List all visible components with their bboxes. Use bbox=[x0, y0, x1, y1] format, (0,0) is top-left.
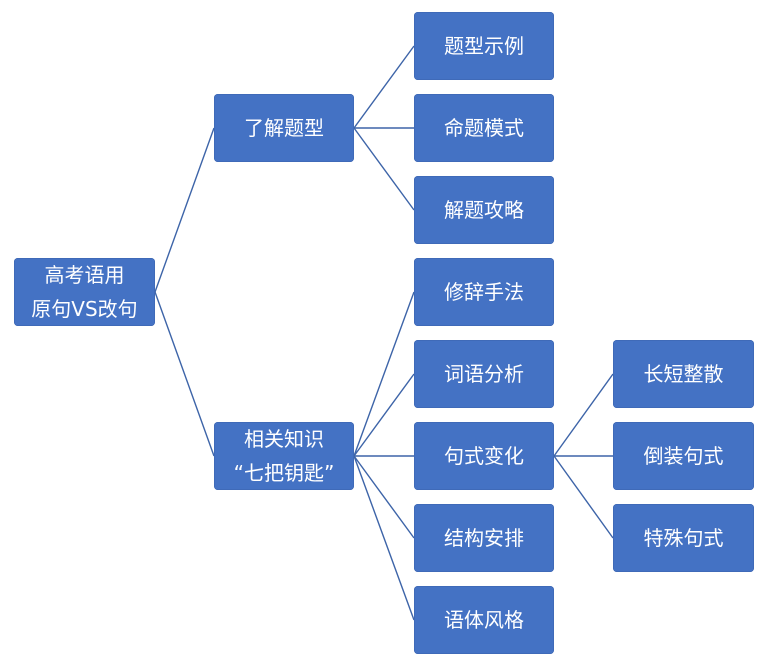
connector-branch1-child1 bbox=[353, 45, 415, 129]
leaf-node-label: 题型示例 bbox=[444, 34, 524, 58]
connector-branch1-child3 bbox=[353, 127, 415, 211]
branch-node-related-knowledge: 相关知识 “七把钥匙” bbox=[214, 422, 354, 490]
leaf-node: 解题攻略 bbox=[414, 176, 554, 244]
root-node-line1: 高考语用 bbox=[44, 263, 125, 287]
leaf-node-label: 命题模式 bbox=[444, 116, 524, 140]
leaf-node-label: 修辞手法 bbox=[444, 280, 524, 304]
sub-leaf-node-label: 长短整散 bbox=[643, 362, 724, 386]
connector-branch2-child4 bbox=[353, 455, 415, 539]
connector-branch2-child1 bbox=[353, 291, 415, 457]
sub-leaf-node: 长短整散 bbox=[613, 340, 754, 408]
connector-sub-child3 bbox=[553, 455, 614, 539]
leaf-node-label: 句式变化 bbox=[444, 444, 524, 468]
root-node: 高考语用 原句VS改句 bbox=[14, 258, 155, 326]
branch-node-line1: 相关知识 bbox=[244, 427, 324, 451]
connector-root-branch2 bbox=[154, 291, 215, 457]
leaf-node: 结构安排 bbox=[414, 504, 554, 572]
connector-branch2-child2 bbox=[353, 373, 415, 457]
sub-leaf-node: 倒装句式 bbox=[613, 422, 754, 490]
leaf-node-label: 解题攻略 bbox=[444, 198, 524, 222]
branch-node-line2: “七把钥匙” bbox=[233, 461, 335, 485]
leaf-node: 命题模式 bbox=[414, 94, 554, 162]
leaf-node-label: 词语分析 bbox=[444, 362, 524, 386]
leaf-node-label: 结构安排 bbox=[444, 526, 524, 550]
branch-node-label: 了解题型 bbox=[244, 116, 324, 140]
branch-node-understand-types: 了解题型 bbox=[214, 94, 354, 162]
leaf-node: 语体风格 bbox=[414, 586, 554, 654]
leaf-node-label: 语体风格 bbox=[444, 608, 524, 632]
connector-branch2-child5 bbox=[353, 455, 415, 621]
connector-root-branch1 bbox=[154, 127, 215, 293]
sub-leaf-node-label: 倒装句式 bbox=[643, 444, 724, 468]
leaf-node-sentence-change: 句式变化 bbox=[414, 422, 554, 490]
leaf-node: 修辞手法 bbox=[414, 258, 554, 326]
leaf-node: 词语分析 bbox=[414, 340, 554, 408]
sub-leaf-node-label: 特殊句式 bbox=[643, 526, 724, 550]
root-node-line2: 原句VS改句 bbox=[31, 297, 138, 321]
sub-leaf-node: 特殊句式 bbox=[613, 504, 754, 572]
leaf-node: 题型示例 bbox=[414, 12, 554, 80]
connector-sub-child1 bbox=[553, 373, 614, 457]
